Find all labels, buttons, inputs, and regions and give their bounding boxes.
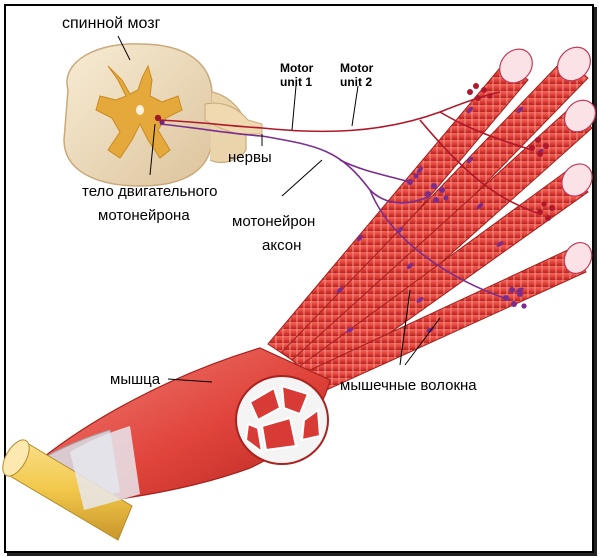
label-motor-unit-1-a: Motor [280, 61, 314, 75]
label-motor-neuron-body-1: тело двигательного [82, 183, 217, 200]
label-axon-2: аксон [262, 237, 301, 254]
nerve-unit-1 [159, 123, 511, 301]
label-axon-1: мотонейрон [232, 213, 315, 230]
nerve-unit-2 [159, 91, 541, 215]
motor-end-plates [407, 83, 555, 309]
label-motor-unit-1-b: unit 1 [280, 75, 312, 89]
fiber-nuclei [336, 106, 544, 333]
muscle-fiber-2 [281, 46, 592, 371]
label-muscle: мышца [110, 371, 161, 388]
label-motor-neuron-body-2: мотонейрона [98, 207, 190, 224]
label-spinal-cord: спинной мозг [62, 15, 161, 32]
muscle-fibers [267, 46, 597, 393]
label-muscle-fibers: мышечные волокна [340, 377, 477, 394]
tendon [2, 426, 140, 541]
spinal-cord [63, 43, 263, 187]
label-motor-unit-2-b: unit 2 [340, 75, 372, 89]
muscle-fiber-1 [267, 48, 533, 361]
label-nerves: нервы [228, 149, 272, 166]
leader-lines [117, 35, 441, 383]
label-motor-unit-2-a: Motor [340, 61, 374, 75]
